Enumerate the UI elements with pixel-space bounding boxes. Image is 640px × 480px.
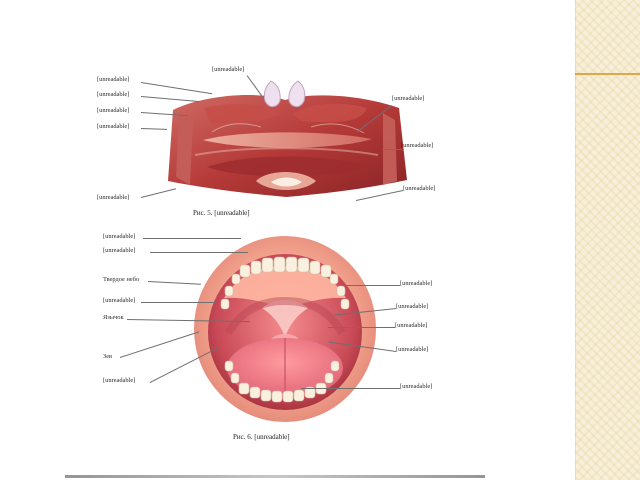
figure5-left-label-2: [unreadable] bbox=[97, 91, 130, 98]
figure6-right-label-5: [unreadable] bbox=[400, 383, 433, 390]
figure5-left-label-5: [unreadable] bbox=[97, 194, 130, 201]
figure6-leader-right-5 bbox=[301, 388, 400, 389]
figure6-caption: Рис. 6. [unreadable] bbox=[233, 433, 290, 441]
figure6-left-label-6: Зев bbox=[103, 353, 113, 360]
figure6-left-label-7: [unreadable] bbox=[103, 377, 136, 384]
figure6-right-label-3: [unreadable] bbox=[395, 322, 428, 329]
figure6-right-label-4: [unreadable] bbox=[396, 346, 429, 353]
figure6-leader-left-1 bbox=[143, 238, 241, 239]
figure6-left-label-3: Твердое небо bbox=[103, 276, 140, 283]
figure5-right-label-1: [unreadable] bbox=[392, 95, 425, 102]
figure6-left-label-4: [unreadable] bbox=[103, 297, 136, 304]
figure6-leader-right-1 bbox=[344, 285, 400, 286]
figure5-left-label-4: [unreadable] bbox=[97, 123, 130, 130]
figure5-leader-left-4 bbox=[140, 128, 168, 130]
figure6-left-label-2: [unreadable] bbox=[103, 247, 136, 254]
figure6-leader-left-2 bbox=[150, 252, 248, 253]
facial-muscles-illustration-icon bbox=[168, 80, 407, 197]
figure5-left-label-3: [unreadable] bbox=[97, 107, 130, 114]
figure6-right-label-2: [unreadable] bbox=[396, 303, 429, 310]
figure5-caption: Рис. 5. [unreadable] bbox=[193, 209, 250, 217]
figure5-leader-right-2 bbox=[382, 149, 402, 150]
figure6-leader-left-4 bbox=[141, 302, 216, 303]
accent-line bbox=[575, 73, 640, 75]
figure5-right-label-2: [unreadable] bbox=[401, 142, 434, 149]
document-page: [unreadable] [unreadable] [unreadable] [… bbox=[0, 0, 575, 480]
figure6-left-label-1: [unreadable] bbox=[103, 233, 136, 240]
figure6-leader-right-3 bbox=[328, 327, 395, 328]
open-mouth-illustration-icon bbox=[194, 236, 376, 422]
figure6-left-label-5: Язычок bbox=[103, 314, 124, 321]
figure5-right-label-3: [unreadable] bbox=[403, 185, 436, 192]
figure5-left-label-1: [unreadable] bbox=[97, 76, 130, 83]
figure5-top-label: [unreadable] bbox=[212, 66, 245, 73]
figure6-leader-left-6 bbox=[119, 331, 200, 358]
figure6-right-label-1: [unreadable] bbox=[400, 280, 433, 287]
page-bottom-rule bbox=[65, 475, 485, 478]
